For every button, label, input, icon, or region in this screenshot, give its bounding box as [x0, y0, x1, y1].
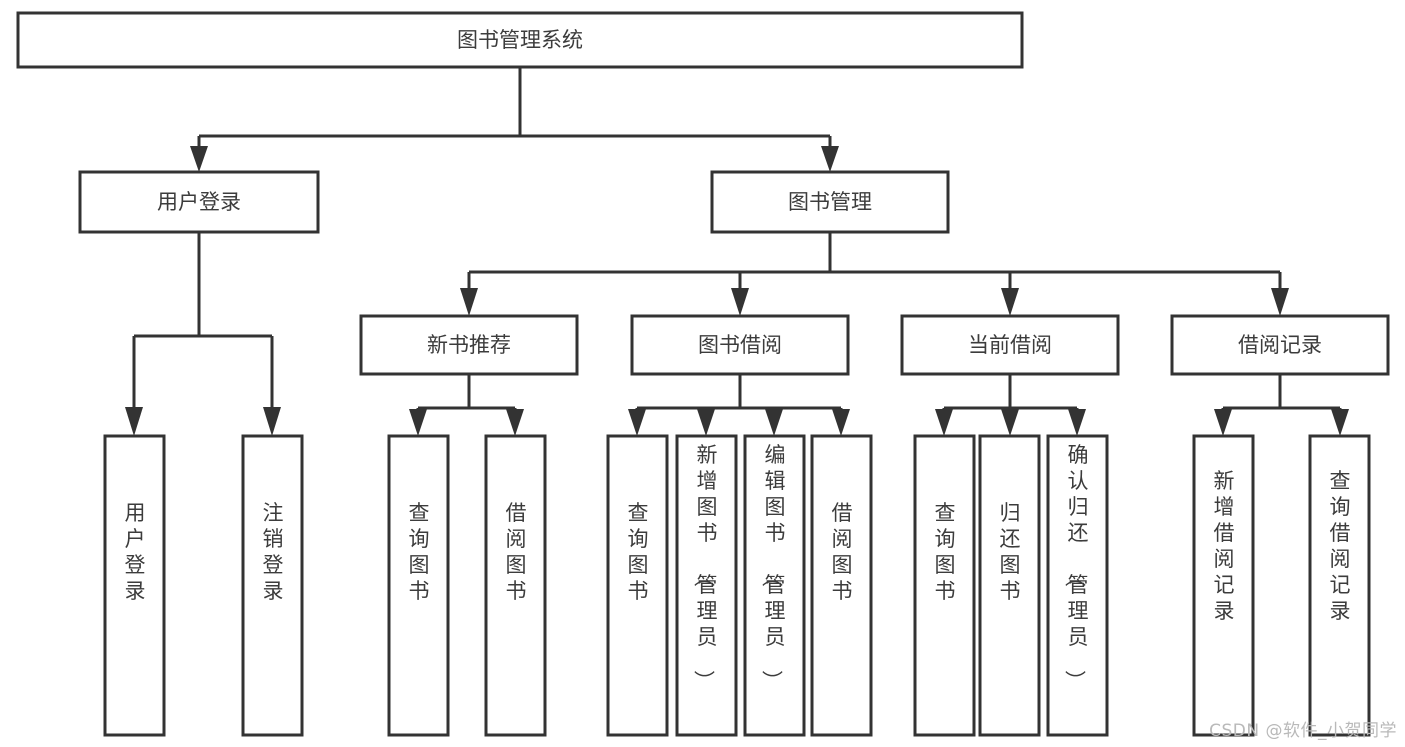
node-leaf-add-record[interactable]: 新增借阅记录 [1192, 434, 1255, 737]
node-leaf-add-record-label: 新增借阅记录 [1214, 469, 1235, 623]
node-leaf-user-login-box[interactable] [103, 434, 166, 737]
node-leaf-query-book-3-box[interactable] [913, 434, 976, 737]
node-leaf-edit-book-box[interactable] [743, 434, 806, 737]
node-leaf-query-book-1[interactable]: 查询图书 [387, 434, 450, 737]
node-leaf-borrow-book-2-label: 借阅图书 [832, 501, 853, 603]
node-leaf-query-book-2-label: 查询图书 [628, 501, 649, 603]
connector-group-new-book-rec [409, 374, 524, 436]
node-book-borrow[interactable]: 图书借阅 [630, 314, 850, 376]
node-user-login[interactable]: 用户登录 [78, 170, 320, 234]
node-leaf-add-book[interactable]: 新增图书（管理员） [675, 434, 738, 737]
arrow-head-book-manage [821, 146, 839, 172]
node-new-book-rec-label: 新书推荐 [427, 333, 511, 357]
node-leaf-query-record-box[interactable] [1308, 434, 1371, 737]
node-current-borrow[interactable]: 当前借阅 [900, 314, 1120, 376]
node-leaf-user-logout[interactable]: 注销登录 [241, 434, 304, 737]
node-leaf-add-book-box[interactable] [675, 434, 738, 737]
node-book-borrow-label: 图书借阅 [698, 333, 782, 357]
node-leaf-borrow-book-2[interactable]: 借阅图书 [810, 434, 873, 737]
node-leaf-edit-book-label: 编辑图书（管理员） [760, 443, 786, 691]
connector-group-user-login [125, 232, 281, 436]
node-current-borrow-box[interactable] [900, 314, 1120, 376]
node-leaf-query-book-3[interactable]: 查询图书 [913, 434, 976, 737]
node-leaf-confirm-return[interactable]: 确认归还（管理员） [1046, 434, 1109, 737]
node-leaf-user-login-label: 用户登录 [125, 501, 146, 603]
node-borrow-record[interactable]: 借阅记录 [1170, 314, 1390, 376]
node-new-book-rec[interactable]: 新书推荐 [359, 314, 579, 376]
node-leaf-add-book-label: 新增图书（管理员） [692, 443, 718, 691]
node-current-borrow-label: 当前借阅 [968, 333, 1052, 357]
node-leaf-borrow-book-1-box[interactable] [484, 434, 547, 737]
node-book-borrow-box[interactable] [630, 314, 850, 376]
arrow-head-leaf-user-logout [263, 407, 281, 436]
node-leaf-query-record[interactable]: 查询借阅记录 [1308, 434, 1371, 737]
arrow-head-user-login [190, 146, 208, 172]
arrow-head-book-borrow [731, 288, 749, 316]
node-leaf-return-book-box[interactable] [978, 434, 1041, 737]
arrow-head-new-book-rec [460, 288, 478, 316]
node-leaf-edit-book[interactable]: 编辑图书（管理员） [743, 434, 806, 737]
arrow-head-leaf-borrow-book-1 [506, 409, 524, 436]
arrow-head-leaf-query-book-2 [628, 409, 646, 436]
node-book-manage-box[interactable] [710, 170, 950, 234]
node-leaf-confirm-return-box[interactable] [1046, 434, 1109, 737]
connector-group-borrow-record [1214, 374, 1349, 436]
node-leaf-user-logout-box[interactable] [241, 434, 304, 737]
arrow-head-borrow-record [1271, 288, 1289, 316]
node-root[interactable]: 图书管理系统 [16, 11, 1024, 69]
node-leaf-return-book-label: 归还图书 [1000, 501, 1021, 603]
node-leaf-query-book-2[interactable]: 查询图书 [606, 434, 669, 737]
node-leaf-add-record-box[interactable] [1192, 434, 1255, 737]
node-user-login-label: 用户登录 [157, 190, 241, 214]
arrow-head-leaf-borrow-book-2 [832, 409, 850, 436]
node-leaf-borrow-book-1[interactable]: 借阅图书 [484, 434, 547, 737]
node-leaf-user-login[interactable]: 用户登录 [103, 434, 166, 737]
connector-group-root [190, 67, 839, 172]
node-leaf-user-logout-label: 注销登录 [263, 501, 284, 603]
arrow-head-leaf-user-login [125, 407, 143, 436]
connector-group-current-borrow [935, 374, 1086, 436]
connector-group-book-borrow [628, 374, 850, 436]
node-leaf-query-book-1-box[interactable] [387, 434, 450, 737]
arrow-head-current-borrow [1001, 288, 1019, 316]
node-leaf-confirm-return-label: 确认归还（管理员） [1063, 443, 1089, 691]
connector-group-book-manage [460, 232, 1289, 316]
node-user-login-box[interactable] [78, 170, 320, 234]
arrow-head-leaf-add-record [1214, 409, 1232, 436]
node-leaf-borrow-book-1-label: 借阅图书 [506, 501, 527, 603]
arrow-head-leaf-query-book-3 [935, 409, 953, 436]
node-leaf-query-book-1-label: 查询图书 [409, 501, 430, 603]
arrow-head-leaf-query-book-1 [409, 409, 427, 436]
arrow-head-leaf-add-book [697, 409, 715, 436]
node-book-manage[interactable]: 图书管理 [710, 170, 950, 234]
arrow-head-leaf-confirm-return [1068, 409, 1086, 436]
node-root-label: 图书管理系统 [457, 28, 583, 52]
node-leaf-query-book-2-box[interactable] [606, 434, 669, 737]
node-borrow-record-box[interactable] [1170, 314, 1390, 376]
arrow-head-leaf-return-book [1001, 409, 1019, 436]
arrow-head-leaf-query-record [1331, 409, 1349, 436]
node-root-box[interactable] [16, 11, 1024, 69]
arrow-head-leaf-edit-book [765, 409, 783, 436]
node-leaf-query-book-3-label: 查询图书 [935, 501, 956, 603]
node-book-manage-label: 图书管理 [788, 190, 872, 214]
node-borrow-record-label: 借阅记录 [1238, 333, 1322, 357]
node-leaf-return-book[interactable]: 归还图书 [978, 434, 1041, 737]
node-leaf-borrow-book-2-box[interactable] [810, 434, 873, 737]
node-leaf-query-record-label: 查询借阅记录 [1330, 469, 1351, 623]
node-new-book-rec-box[interactable] [359, 314, 579, 376]
